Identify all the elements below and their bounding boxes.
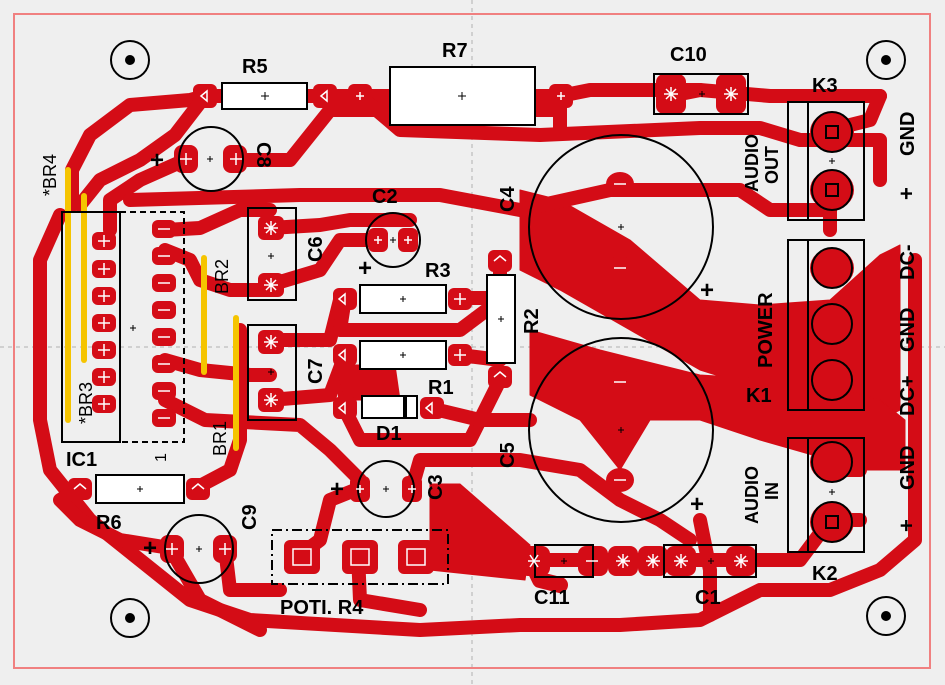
- label-c1: C1: [695, 587, 721, 609]
- label-audio-in-1: AUDIO: [742, 466, 762, 524]
- label-plus-in: +: [894, 519, 919, 532]
- label-c11: C11: [534, 587, 570, 609]
- label-k3: K3: [812, 75, 838, 97]
- label-poti-r4: POTI. R4: [280, 597, 364, 619]
- label-plus-out: +: [894, 187, 919, 200]
- board-outline: [13, 13, 931, 669]
- label-r3: R3: [425, 260, 451, 282]
- center-marks: [130, 91, 835, 564]
- label-gnd-power: GND: [897, 308, 919, 352]
- label-c5: C5: [497, 442, 519, 468]
- polarity-c5: +: [690, 491, 704, 518]
- label-power: POWER: [755, 292, 777, 368]
- component-labels: R5 R7 C10 K3 C8 *BR4 C2 C4 C6 R3 BR2 R2 …: [40, 40, 919, 619]
- pad-drill-marks: [73, 87, 748, 568]
- label-br1: BR1: [210, 421, 230, 456]
- label-r6: R6: [96, 512, 122, 534]
- label-r1: R1: [428, 377, 454, 399]
- label-r5: R5: [242, 56, 268, 78]
- label-c9: C9: [239, 504, 261, 530]
- label-br2: BR2: [212, 259, 232, 294]
- label-c7: C7: [305, 358, 327, 384]
- polarity-c4: +: [700, 277, 714, 304]
- label-c6: C6: [305, 236, 327, 262]
- copper-layer: [33, 74, 922, 637]
- polarity-c8: +: [150, 147, 164, 174]
- label-k1: K1: [746, 385, 772, 407]
- label-k2: K2: [812, 563, 838, 585]
- label-c8: C8: [252, 142, 274, 168]
- label-r2: R2: [521, 308, 543, 334]
- label-dc-minus: DC-: [897, 244, 919, 280]
- polarity-c9: +: [143, 535, 157, 562]
- label-d1: D1: [376, 423, 402, 445]
- label-dc-plus: DC+: [897, 375, 919, 416]
- label-audio-in-2: IN: [762, 482, 782, 500]
- label-c10: C10: [670, 44, 707, 66]
- label-c3: C3: [425, 474, 447, 500]
- label-audio-out-1: AUDIO: [742, 134, 762, 192]
- label-br3: *BR3: [76, 382, 96, 424]
- label-gnd-out: GND: [897, 112, 919, 156]
- label-ic1: IC1: [66, 449, 97, 471]
- label-c4: C4: [497, 186, 519, 212]
- label-gnd-in: GND: [897, 446, 919, 490]
- label-audio-out-2: OUT: [762, 146, 782, 184]
- label-pin1: 1: [153, 453, 170, 462]
- polarity-c3: +: [330, 476, 344, 503]
- polarity-c2: +: [358, 255, 372, 282]
- label-r7: R7: [442, 40, 468, 62]
- label-br4: *BR4: [40, 154, 60, 196]
- label-c2: C2: [372, 186, 398, 208]
